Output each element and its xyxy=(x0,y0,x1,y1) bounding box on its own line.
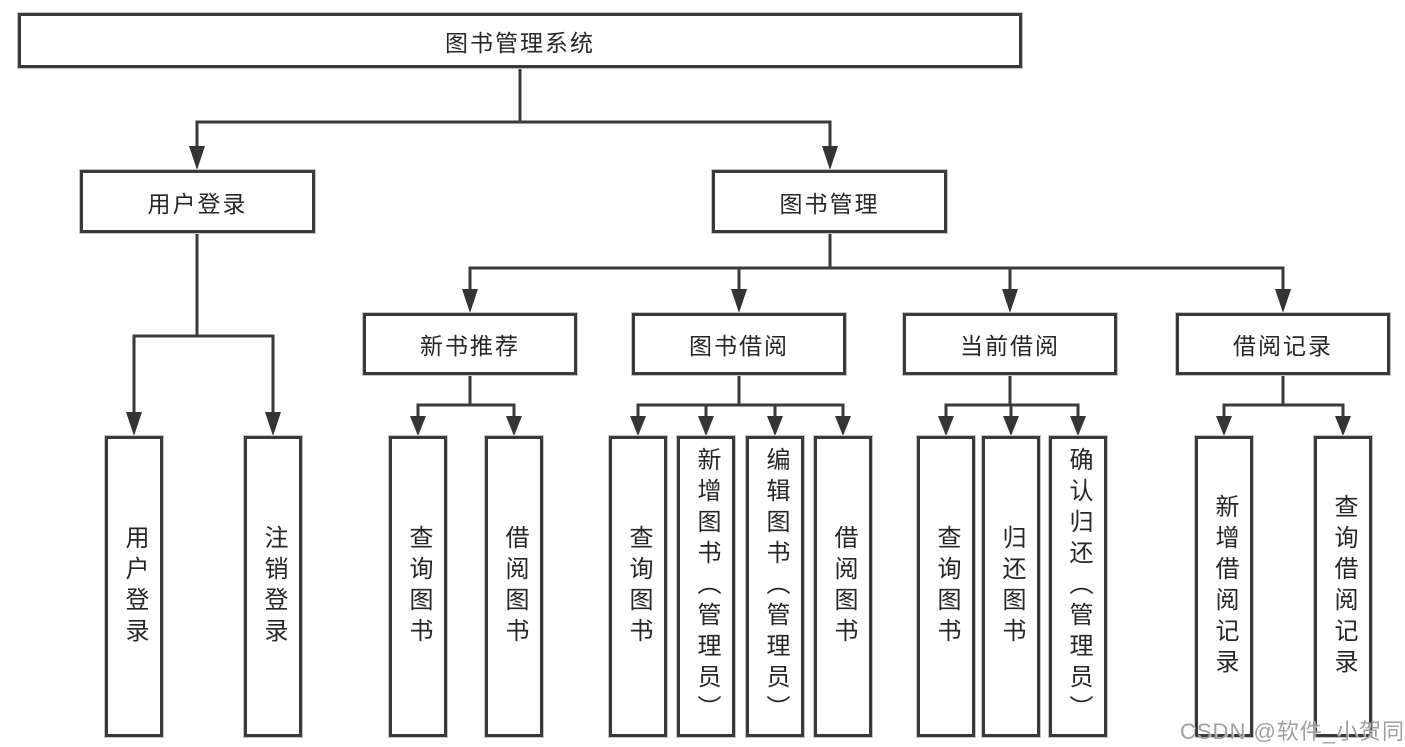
node-leaf-query-books-3: 查询图书 xyxy=(917,436,975,737)
node-label: 新增图书（管理员） xyxy=(693,447,720,726)
csdn-watermark: CSDN @软件_小贺同学 xyxy=(1180,719,1405,744)
node-label: 用户登录 xyxy=(121,524,148,649)
node-new-book-recommendation: 新书推荐 xyxy=(363,313,577,375)
node-label: 归还图书 xyxy=(998,524,1025,649)
node-label: 借阅记录 xyxy=(1233,333,1333,359)
node-user-login: 用户登录 xyxy=(80,170,315,233)
node-label: 查询图书 xyxy=(933,524,960,649)
node-label: 新书推荐 xyxy=(420,333,520,359)
node-label: 图书管理 xyxy=(779,190,880,217)
node-label: 借阅图书 xyxy=(501,524,528,649)
node-book-management: 图书管理 xyxy=(712,170,947,233)
node-leaf-confirm-return-admin: 确认归还（管理员） xyxy=(1049,436,1107,737)
node-leaf-return-books: 归还图书 xyxy=(982,436,1040,737)
node-leaf-borrow-books-2: 借阅图书 xyxy=(814,436,872,737)
node-label: 查询图书 xyxy=(405,524,432,649)
node-label: 确认归还（管理员） xyxy=(1065,447,1092,726)
node-leaf-user-login: 用户登录 xyxy=(105,436,163,737)
node-leaf-query-books-2: 查询图书 xyxy=(609,436,667,737)
node-leaf-logout: 注销登录 xyxy=(244,436,302,737)
node-label: 编辑图书（管理员） xyxy=(762,447,789,726)
node-library-management-system: 图书管理系统 xyxy=(18,13,1022,68)
node-label: 查询图书 xyxy=(625,524,652,649)
node-leaf-add-books-admin: 新增图书（管理员） xyxy=(677,436,735,737)
node-label: 注销登录 xyxy=(260,524,287,649)
node-current-borrowing: 当前借阅 xyxy=(903,313,1117,375)
node-label: 用户登录 xyxy=(147,190,248,217)
node-leaf-edit-books-admin: 编辑图书（管理员） xyxy=(746,436,804,737)
node-borrowing-records: 借阅记录 xyxy=(1176,313,1390,375)
node-book-borrowing: 图书借阅 xyxy=(632,313,846,375)
node-label: 图书借阅 xyxy=(689,333,789,359)
node-label: 当前借阅 xyxy=(960,333,1060,359)
node-leaf-query-books-1: 查询图书 xyxy=(389,436,447,737)
node-label: 新增借阅记录 xyxy=(1211,493,1238,680)
node-leaf-add-borrow-record: 新增借阅记录 xyxy=(1195,436,1253,737)
node-leaf-query-borrow-record: 查询借阅记录 xyxy=(1314,436,1372,737)
node-label: 图书管理系统 xyxy=(445,29,595,56)
node-label: 查询借阅记录 xyxy=(1330,493,1357,680)
node-label: 借阅图书 xyxy=(830,524,857,649)
node-leaf-borrow-books-1: 借阅图书 xyxy=(485,436,543,737)
